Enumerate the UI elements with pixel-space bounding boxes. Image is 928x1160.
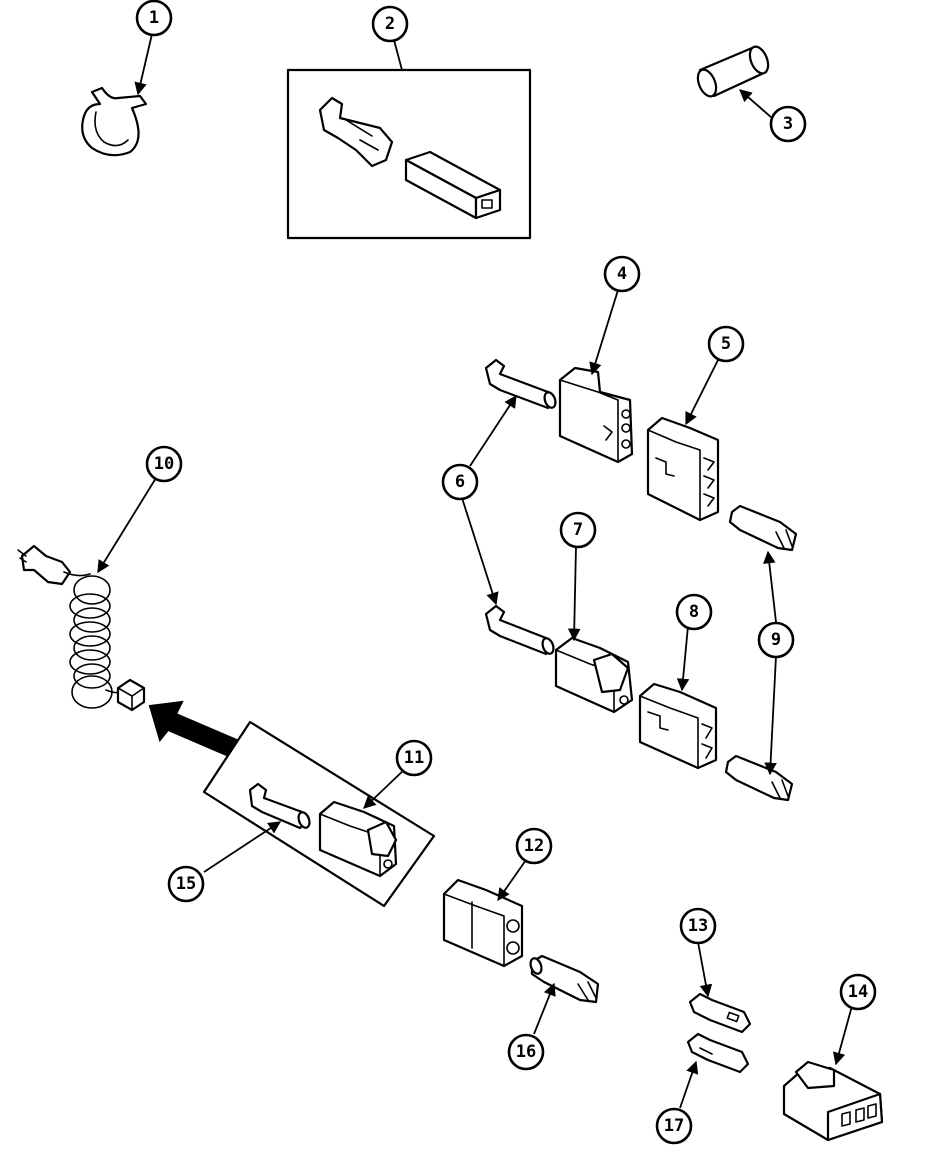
callout-15: 15 (167, 865, 205, 903)
part-13-terminal (688, 992, 752, 1034)
callout-17-label: 17 (664, 1116, 684, 1136)
callout-13-label: 13 (688, 916, 708, 936)
leader-lines (97, 33, 853, 1109)
part-9-socket-lower (724, 754, 794, 802)
callout-9-label: 9 (771, 630, 781, 650)
part-9-socket-upper (728, 504, 798, 552)
callout-10: 10 (145, 445, 183, 483)
callout-4: 4 (603, 255, 641, 293)
part-12-housing (442, 878, 524, 968)
callout-13: 13 (679, 907, 717, 945)
callout-4-label: 4 (617, 264, 627, 284)
callout-6-label: 6 (455, 472, 465, 492)
callout-8: 8 (675, 593, 713, 631)
part-15-pin (248, 782, 311, 830)
callout-1: 1 (135, 0, 173, 37)
callout-9: 9 (757, 621, 795, 659)
part-6-pin-upper (484, 358, 557, 410)
part-14-plug (782, 1060, 884, 1142)
part-7-housing (554, 636, 634, 714)
callout-8-label: 8 (689, 602, 699, 622)
callout-2: 2 (371, 5, 409, 43)
part-3-sleeve (696, 45, 770, 98)
part-2-housing (404, 150, 502, 220)
callout-5-label: 5 (721, 334, 731, 354)
part-16-pin (529, 954, 600, 1004)
callout-3-label: 3 (783, 114, 793, 134)
callout-10-label: 10 (154, 454, 174, 474)
callout-11-label: 11 (404, 748, 424, 768)
part-6-pin-lower (484, 604, 555, 656)
callout-17: 17 (655, 1107, 693, 1145)
callout-2-label: 2 (385, 14, 395, 34)
callout-3: 3 (769, 105, 807, 143)
part-4-housing (558, 366, 634, 464)
part-5-housing (646, 416, 720, 522)
callout-16-label: 16 (516, 1042, 536, 1062)
part-8-housing (638, 682, 718, 770)
callout-14-label: 14 (848, 982, 868, 1002)
callout-16: 16 (507, 1033, 545, 1071)
part-1-clamp (81, 86, 148, 157)
part-10-cord (17, 544, 146, 712)
callout-11: 11 (395, 739, 433, 777)
callout-7-label: 7 (573, 520, 583, 540)
callout-6: 6 (441, 463, 479, 501)
callout-15-label: 15 (176, 874, 196, 894)
part-2-terminal (318, 96, 394, 168)
callout-12: 12 (515, 827, 553, 865)
callout-5: 5 (707, 325, 745, 363)
callout-7: 7 (559, 511, 597, 549)
part-11-housing (318, 800, 398, 878)
callout-12-label: 12 (524, 836, 544, 856)
part-17-terminal (686, 1032, 750, 1074)
callout-1-label: 1 (149, 8, 159, 28)
callout-14: 14 (839, 973, 877, 1011)
